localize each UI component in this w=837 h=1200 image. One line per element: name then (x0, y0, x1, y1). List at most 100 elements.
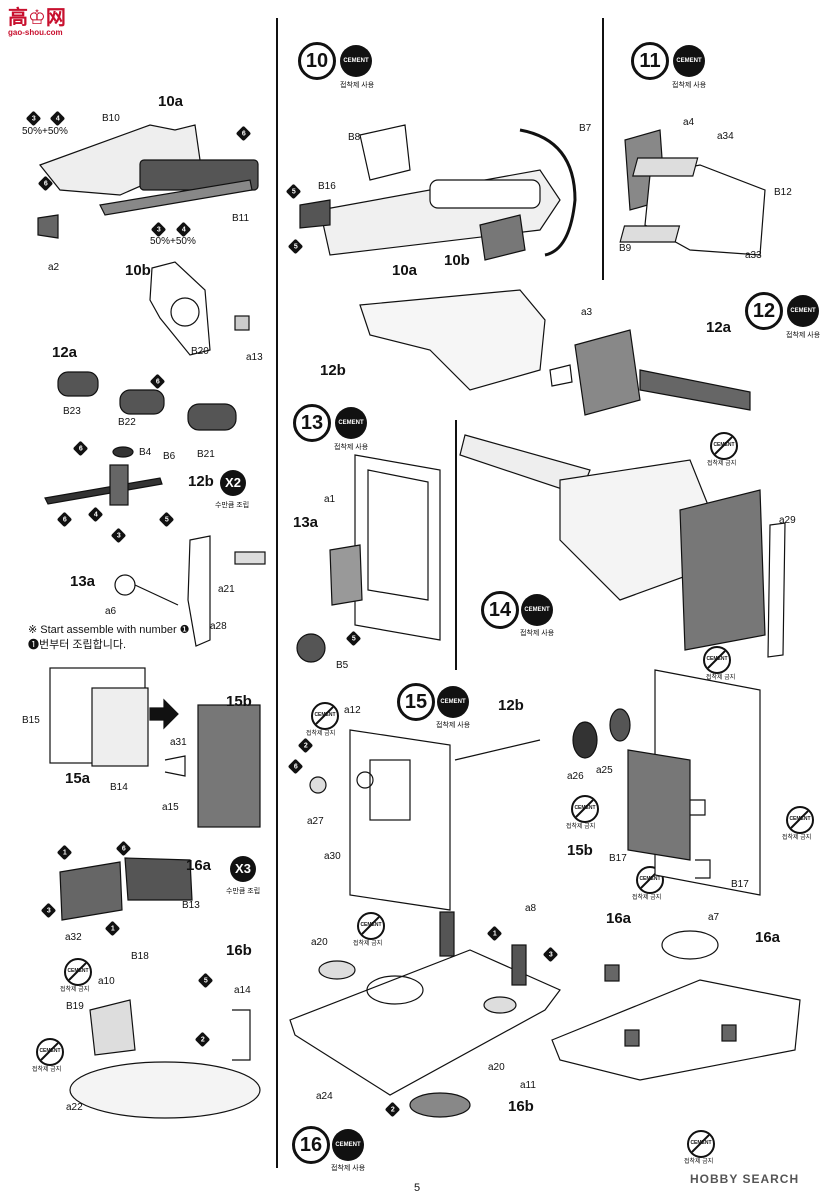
plate-15b-right (572, 669, 761, 896)
no-cement-caption: 접착제 금지 (306, 731, 336, 737)
part-label: a32 (65, 932, 82, 943)
machine-gun-12b (44, 446, 163, 506)
cement-caption: 접착제 사용 (331, 1165, 366, 1172)
divider-left (276, 18, 278, 1168)
no-cement-caption: 접착제 금지 (782, 835, 812, 841)
cement-caption: 접착제 사용 (340, 82, 375, 89)
logo-glyphs: 高♔网 (8, 5, 66, 29)
step-10-number: 10 (298, 42, 336, 80)
no-cement-icon: CEMENT (36, 1038, 64, 1066)
no-cement-icon: CEMENT (636, 866, 664, 894)
cement-icon: CEMENT (673, 45, 705, 77)
part-label: a10 (98, 976, 115, 987)
no-cement-caption: 접착제 금지 (684, 1159, 714, 1165)
logo-url: gao-shou.com (8, 28, 63, 37)
plates-15 (49, 667, 261, 828)
no-cement-icon: CEMENT (311, 702, 339, 730)
part-label: a26 (567, 771, 584, 782)
part-label: B13 (182, 900, 200, 911)
part-label: B15 (22, 715, 40, 726)
part-label: a6 (105, 606, 117, 617)
part-label: B18 (131, 951, 149, 962)
no-cement-icon: CEMENT (64, 958, 92, 986)
paint-ratio-label: 50%+50% (150, 236, 196, 247)
gun-assembly-10 (299, 124, 577, 261)
subassembly-15b-label: 15b (226, 693, 252, 710)
part-label: B5 (336, 660, 349, 671)
gun-body-10a (37, 124, 259, 239)
part-label: B14 (110, 782, 128, 793)
no-cement-caption: 접착제 금지 (706, 675, 736, 681)
part-label: a11 (520, 1080, 536, 1091)
part-label: a3 (581, 307, 593, 318)
step-11-number: 11 (631, 42, 669, 80)
cement-caption: 접착제 사용 (436, 722, 471, 729)
shield-box-11 (619, 129, 766, 256)
paint-ratio-label: 50%+50% (22, 126, 68, 137)
subassembly-12b-label: 12b (498, 697, 524, 714)
subassembly-12a-label: 12a (52, 344, 78, 361)
no-cement-icon: CEMENT (703, 646, 731, 674)
subassembly-15b-label: 15b (567, 842, 593, 859)
gun-assembly-12 (359, 289, 751, 416)
assembly-note-en: ※ Start assemble with number ❶ (28, 624, 190, 636)
part-label: B21 (197, 449, 215, 460)
floor-16 (289, 911, 801, 1118)
part-label: B6 (163, 451, 176, 462)
no-cement-icon: CEMENT (786, 806, 814, 834)
cement-icon: CEMENT (332, 1129, 364, 1161)
subassembly-12a-label: 12a (706, 319, 732, 336)
no-cement-icon: CEMENT (357, 912, 385, 940)
part-label: a7 (708, 912, 720, 923)
cement-caption: 접착제 사용 (672, 82, 707, 89)
frame-13 (296, 454, 441, 663)
part-label: B10 (102, 113, 120, 124)
x3-badge: X3 (230, 856, 256, 882)
part-label: a29 (779, 515, 796, 526)
step-14-number: 14 (481, 591, 519, 629)
cement-icon: CEMENT (335, 407, 367, 439)
x2-caption: 수만큼 조립 (215, 502, 250, 509)
hatch-16a (59, 857, 193, 921)
part-label: a25 (596, 765, 613, 776)
part-label: a20 (488, 1062, 505, 1073)
no-cement-icon: CEMENT (571, 795, 599, 823)
part-label: a33 (745, 250, 762, 261)
part-label: a24 (316, 1091, 333, 1102)
part-label: a22 (66, 1102, 83, 1113)
assembly-note-kr: ❶번부터 조립합니다. (28, 639, 127, 651)
page-number: 5 (414, 1182, 421, 1194)
part-label: a1 (324, 494, 336, 505)
part-label: B12 (774, 187, 792, 198)
site-logo: 高♔网 gao-shou.com (8, 6, 78, 40)
x3-caption: 수만큼 조립 (226, 888, 261, 895)
part-label: B7 (579, 123, 592, 134)
cylinders-12a (57, 371, 237, 431)
no-cement-caption: 접착제 금지 (353, 941, 383, 947)
subassembly-10b-label: 10b (444, 252, 470, 269)
subassembly-16a-label: 16a (186, 857, 212, 874)
cement-icon: CEMENT (437, 686, 469, 718)
part-label: B9 (619, 243, 632, 254)
step-12-number: 12 (745, 292, 783, 330)
plate-15 (309, 729, 541, 911)
subassembly-16a-label: 16a (755, 929, 781, 946)
subassembly-12b-label: 12b (320, 362, 346, 379)
subassembly-16b-label: 16b (508, 1098, 534, 1115)
part-label: a8 (525, 903, 537, 914)
subassembly-10a-label: 10a (158, 93, 184, 110)
cement-icon: CEMENT (340, 45, 372, 77)
part-label: B23 (63, 406, 81, 417)
part-label: B4 (139, 447, 152, 458)
part-label: a34 (717, 131, 734, 142)
divider-step11 (602, 18, 604, 280)
cement-icon: CEMENT (787, 295, 819, 327)
part-label: a12 (344, 705, 361, 716)
part-label: a30 (324, 851, 341, 862)
part-label: a21 (218, 584, 235, 595)
no-cement-caption: 접착제 금지 (707, 461, 737, 467)
subassembly-10b-label: 10b (125, 262, 151, 279)
part-label: a27 (307, 816, 324, 827)
part-label: B20 (191, 346, 209, 357)
part-label: a4 (683, 117, 695, 128)
